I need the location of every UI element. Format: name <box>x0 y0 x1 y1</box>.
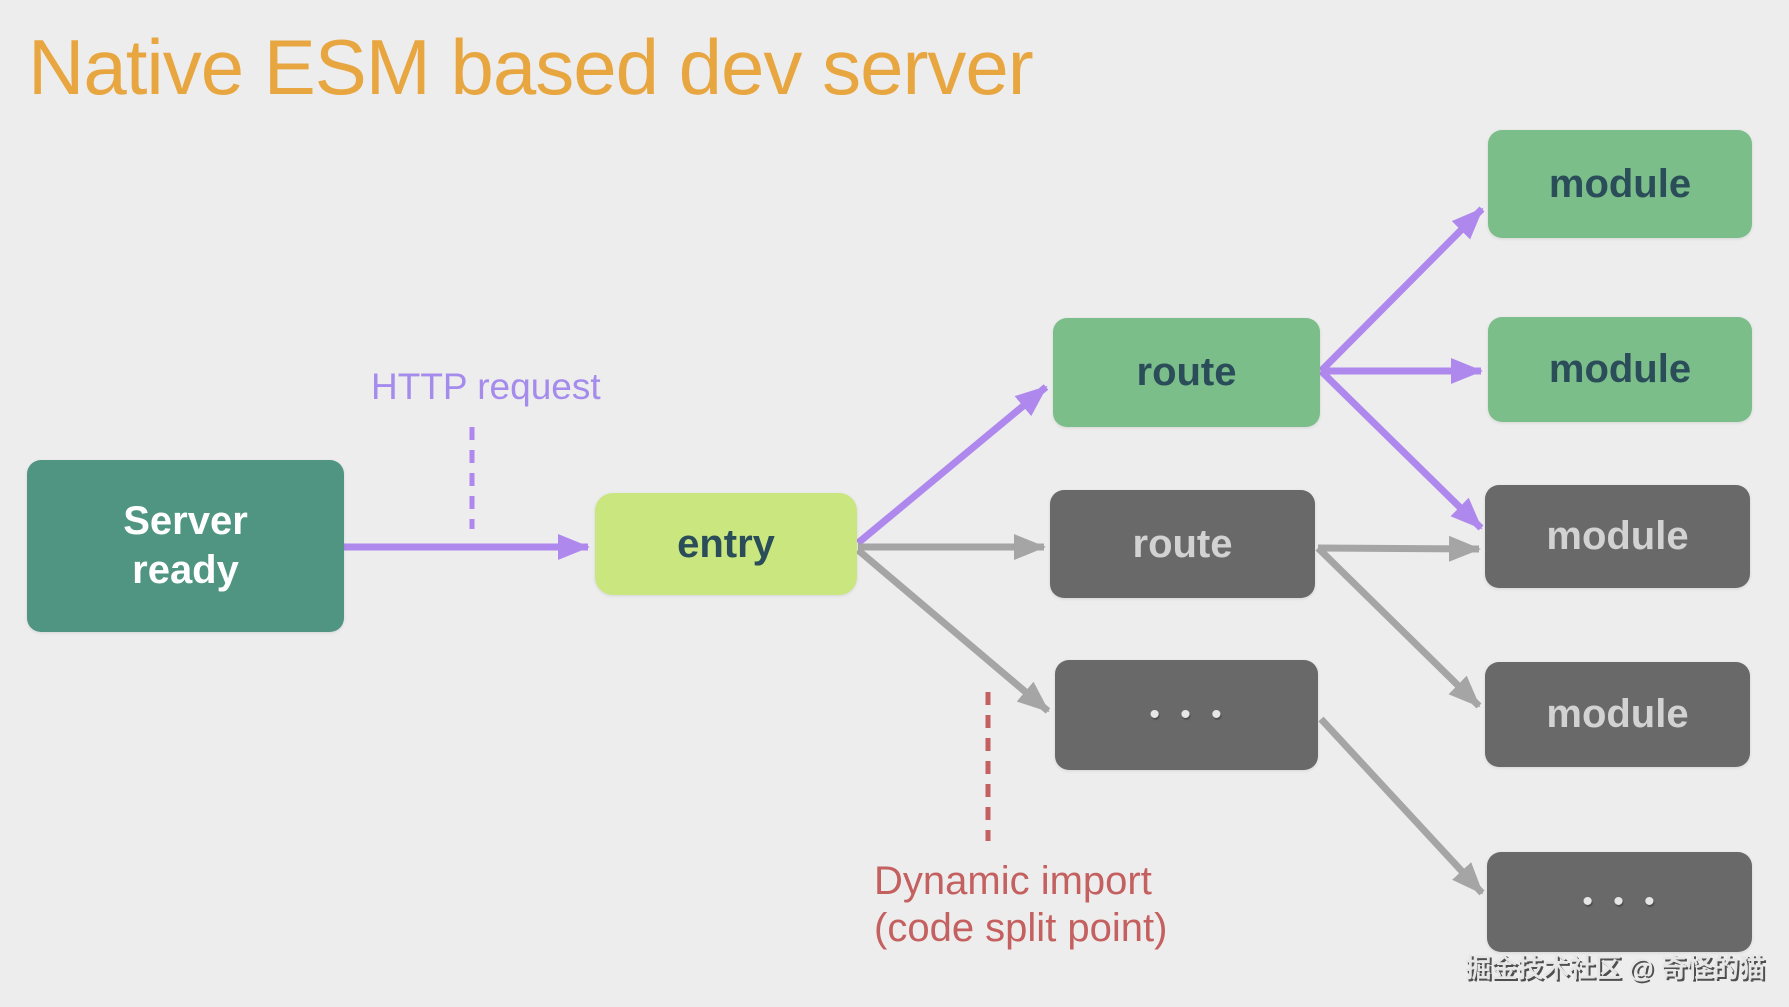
server-ready-box: Server ready <box>27 460 344 632</box>
diagram-title: Native ESM based dev server <box>28 23 1034 111</box>
module-box-4: module <box>1485 662 1750 767</box>
arrow-route-gray-to-module-4 <box>1315 545 1482 709</box>
http-request-label: HTTP request <box>371 366 601 407</box>
dynamic-import-label: Dynamic import (code split point) <box>874 859 1168 951</box>
arrow-route-green-to-module-1 <box>1318 206 1485 374</box>
entry-box: entry <box>595 493 857 595</box>
module-box-3: module <box>1485 485 1750 588</box>
route-box-gray: route <box>1050 490 1315 598</box>
ellipsis-box-bottom: • • • <box>1487 852 1752 952</box>
watermark: 掘金技术社区 @ 奇怪的猫 <box>1465 953 1765 983</box>
arrow-entry-to-route-green <box>855 384 1049 546</box>
arrow-ellipsis-to-ellipsis-bottom <box>1318 716 1485 896</box>
module-box-2: module <box>1488 317 1752 422</box>
arrow-route-green-to-module-3 <box>1318 368 1484 531</box>
module-box-1: module <box>1488 130 1752 238</box>
arrow-route-gray-to-module-3 <box>1317 535 1481 562</box>
route-box-green: route <box>1053 318 1320 427</box>
arrow-entry-to-ellipsis <box>855 547 1051 714</box>
ellipsis-box-mid: • • • <box>1055 660 1318 770</box>
